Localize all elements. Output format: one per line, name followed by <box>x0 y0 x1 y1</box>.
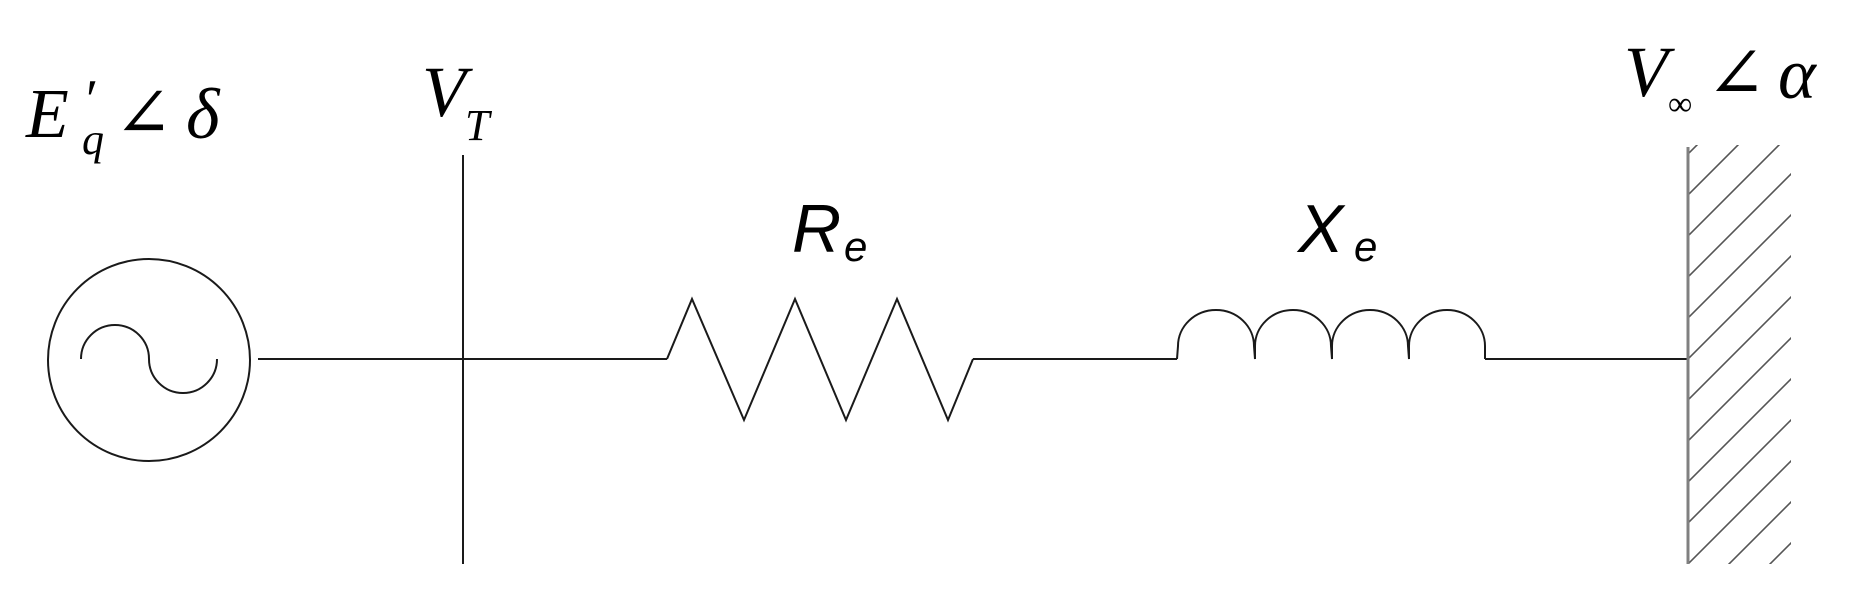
generator-angle-delta: δ <box>186 74 220 154</box>
infinite-bus-angle-symbol: ∠ <box>1706 34 1767 114</box>
resistor-symbol <box>666 296 974 423</box>
infinite-bus-label-subscript: ∞ <box>1668 86 1693 123</box>
infinite-bus-symbol <box>1686 145 1791 564</box>
generator-circle <box>47 258 251 462</box>
ac-source-sine-icon <box>80 324 218 394</box>
terminal-bus-label-main: V <box>422 52 466 132</box>
terminal-bus-label-subscript: T <box>465 101 490 150</box>
infinite-bus-angle-alpha: α <box>1778 34 1816 114</box>
generator-angle-symbol: ∠ <box>114 76 173 153</box>
inductor-symbol <box>1176 309 1486 360</box>
generator-label-subscript: q <box>82 115 104 164</box>
generator-label-prime: ′ <box>86 69 99 131</box>
resistor-label-subscript: e <box>844 223 868 270</box>
resistor-label-main: R <box>792 191 842 267</box>
infinite-bus-hatch <box>1689 145 1791 564</box>
reactance-label-main: X <box>1298 191 1344 267</box>
infinite-bus-label-main: V <box>1624 32 1668 112</box>
reactance-label-subscript: e <box>1354 223 1378 270</box>
generator-symbol <box>47 258 251 462</box>
generator-label-main: E <box>26 76 69 153</box>
